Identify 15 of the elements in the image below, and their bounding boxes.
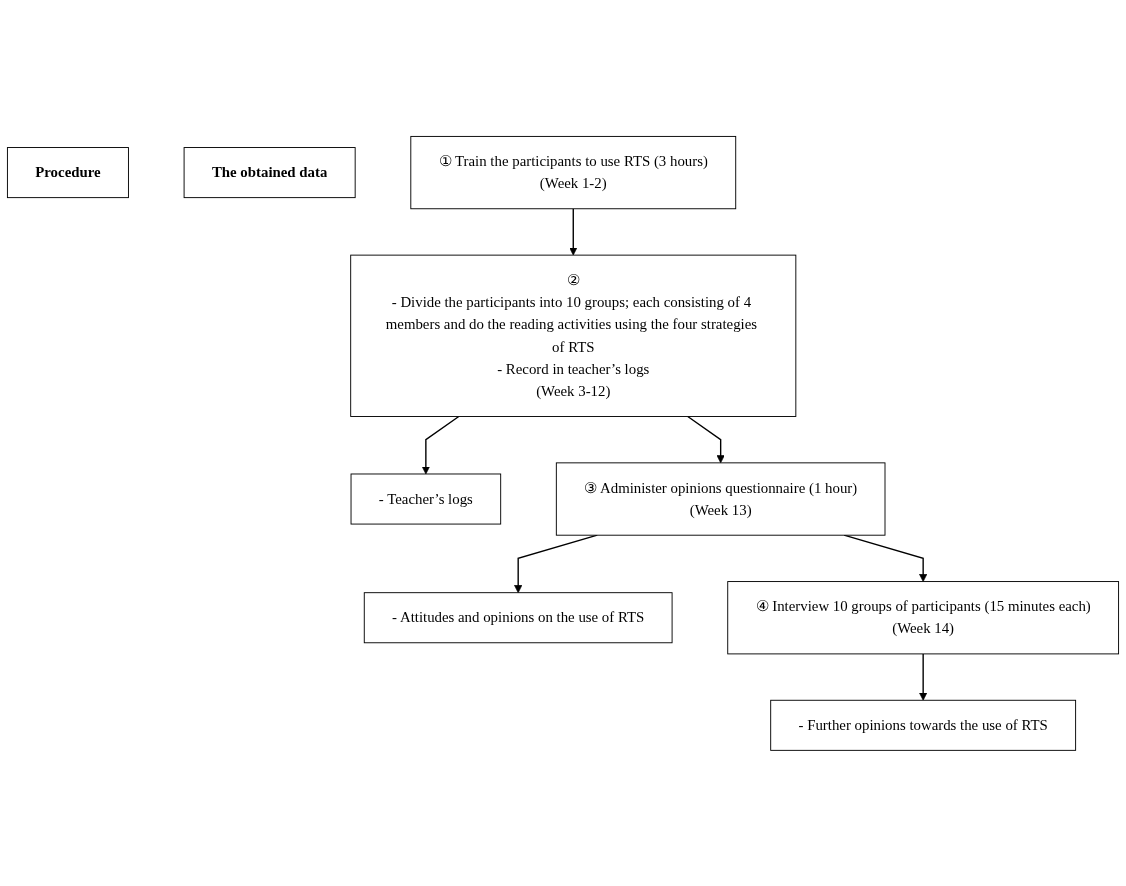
node-box: ② - Divide the participants into 10 groups; each consisting of 4 members and do the reading activities using the four strategies of RTS - Record in teacher’s logs (Week 3-12)	[350, 254, 797, 417]
arrow	[687, 415, 725, 463]
arrow	[514, 534, 598, 593]
node-box: ③ Administer opinions questionnaire (1 hour) (Week 13)	[555, 462, 886, 536]
node-box: Procedure	[6, 146, 129, 198]
node-box: - Attitudes and opinions on the use of RTS	[363, 591, 673, 643]
node-box: The obtained data	[183, 146, 356, 198]
node-box: ④ Interview 10 groups of participants (15 minutes each) (Week 14)	[727, 580, 1120, 654]
arrow	[569, 207, 578, 256]
arrow	[919, 652, 928, 701]
arrow	[843, 534, 928, 582]
node-box: - Teacher’s logs	[350, 473, 502, 525]
node-box: ① Train the participants to use RTS (3 hours) (Week 1-2)	[410, 135, 737, 209]
arrow	[421, 415, 460, 474]
node-box: - Further opinions towards the use of RTS	[770, 699, 1077, 751]
